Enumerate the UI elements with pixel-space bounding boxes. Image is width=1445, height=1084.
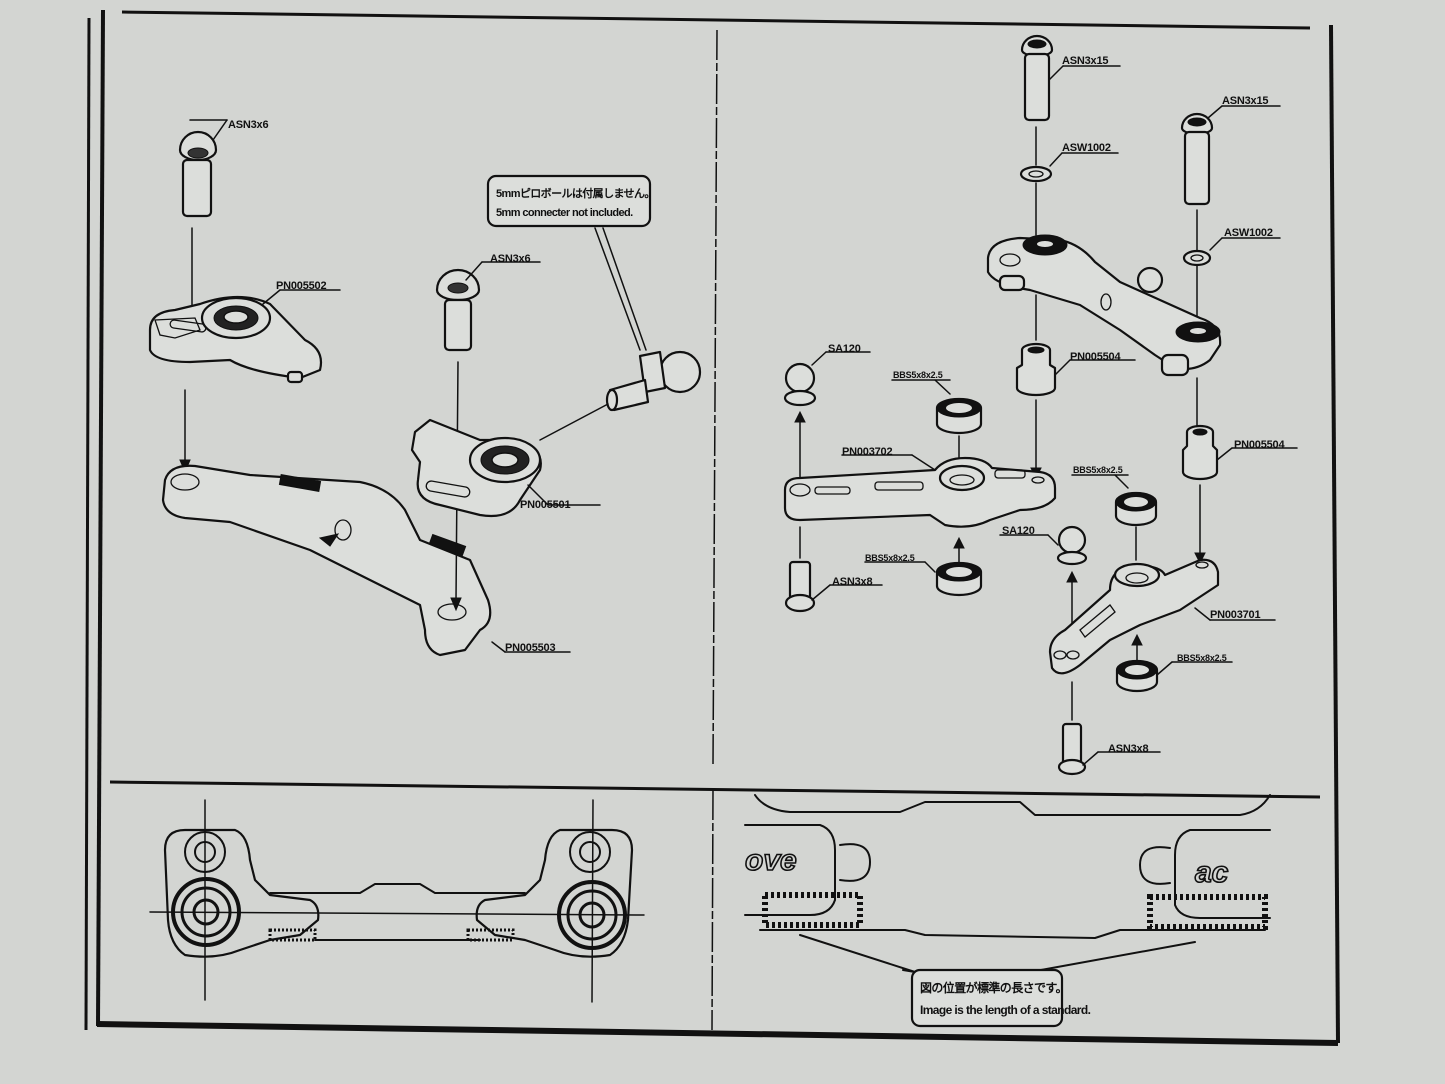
bearing-bbs5x8x2.5-3: BBS5x8x2.5: [1071, 465, 1158, 527]
logo-left: ove: [745, 844, 797, 877]
washer-asw1002-2: ASW1002: [1182, 227, 1281, 267]
label-bbs-4: BBS5x8x2.5: [1177, 653, 1227, 663]
ball-connector: [539, 227, 702, 441]
label-pn005502: PN005502: [276, 280, 326, 292]
label-asw1002-2: ASW1002: [1224, 227, 1273, 239]
screw-asn3x8-1: ASN3x8: [784, 560, 883, 613]
bottom-right-chassis-view: ove ac 図の位置が標準の長さです。 Image is the length…: [744, 794, 1271, 1028]
note-en-connector: 5mm connecter not included.: [496, 207, 633, 219]
spacer-pn005504-2: PN005504: [1181, 424, 1298, 481]
bottom-left-top-view: [149, 799, 645, 1003]
note-standard-length: 図の位置が標準の長さです。 Image is the length of a s…: [799, 934, 1196, 1028]
top-linkage-assembly: [986, 234, 1222, 377]
label-bbs-1: BBS5x8x2.5: [893, 370, 943, 380]
label-asn3x15-2: ASN3x15: [1222, 95, 1268, 107]
bearing-bbs5x8x2.5-4: BBS5x8x2.5: [1115, 653, 1233, 693]
grid-hatch-right: [1147, 894, 1268, 930]
label-sa120-1: SA120: [828, 343, 861, 355]
screw-asn3x8-2: ASN3x8: [1057, 722, 1161, 776]
left-assembly-panel: ASN3x6 PN005502: [148, 119, 702, 657]
spacer-pn005504-1: PN005504: [1015, 342, 1136, 397]
screw-asn3x15-1: ASN3x15: [1020, 34, 1121, 122]
bearing-bbs5x8x2.5-2: BBS5x8x2.5: [864, 553, 983, 597]
note-jp-connector: 5mmピロボールは付属しません。: [496, 186, 655, 200]
label-pn003702: PN003702: [842, 446, 892, 458]
label-asw1002-1: ASW1002: [1062, 142, 1111, 154]
note-jp-standard: 図の位置が標準の長さです。: [920, 980, 1067, 995]
label-asn3x6-top: ASN3x6: [228, 119, 268, 131]
screw-asn3x6-middle: ASN3x6: [435, 253, 541, 352]
note-connector-not-included: 5mmピロボールは付属しません。 5mm connecter not inclu…: [486, 174, 655, 228]
label-pn005503: PN005503: [505, 642, 555, 654]
label-asn3x6-middle: ASN3x6: [490, 253, 530, 265]
note-en-standard: Image is the length of a standard.: [920, 1003, 1091, 1017]
right-assembly-panel: ASN3x15 ASW1002 ASN3x15 ASW1002: [783, 34, 1298, 776]
ball-sa120-2: SA120: [999, 525, 1088, 566]
label-pn003701: PN003701: [1210, 609, 1260, 621]
label-pn005504-2: PN005504: [1234, 439, 1285, 451]
part-pn005501: PN005501: [410, 418, 601, 518]
part-pn003701: PN003701: [1048, 558, 1276, 675]
label-bbs-3: BBS5x8x2.5: [1073, 465, 1123, 475]
logo-right: ac: [1195, 856, 1229, 889]
bearing-bbs5x8x2.5-1: BBS5x8x2.5: [891, 370, 983, 435]
part-pn005502: PN005502: [148, 280, 341, 384]
label-sa120-2: SA120: [1002, 525, 1035, 537]
sheet-frame: [84, 9, 1340, 1046]
label-asn3x8-1: ASN3x8: [832, 576, 872, 588]
grid-hatch-left: [762, 892, 863, 928]
label-asn3x8-2: ASN3x8: [1108, 743, 1148, 755]
label-pn005504-1: PN005504: [1070, 351, 1121, 363]
label-pn005501: PN005501: [520, 499, 570, 511]
label-bbs-2: BBS5x8x2.5: [865, 553, 915, 563]
washer-asw1002-1: ASW1002: [1019, 142, 1119, 183]
screw-asn3x15-2: ASN3x15: [1180, 95, 1281, 206]
ball-sa120-1: SA120: [783, 343, 871, 407]
screw-asn3x6-top: ASN3x6: [178, 119, 269, 218]
label-asn3x15-1: ASN3x15: [1062, 55, 1108, 67]
part-pn003702: PN003702: [783, 446, 1057, 528]
